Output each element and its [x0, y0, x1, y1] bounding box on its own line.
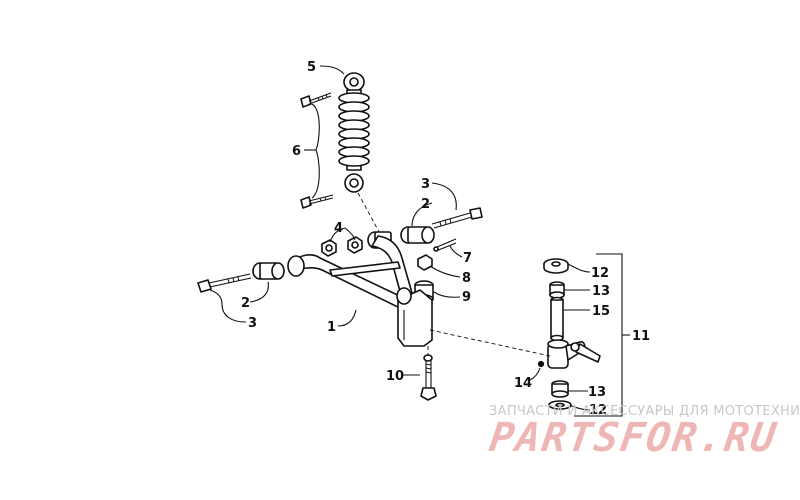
- bushing-right-upper: [400, 226, 435, 244]
- callout-labels: 5 6 3 2 4 7 8 9 2 3 1 10 14 12 13 15 11 …: [241, 60, 650, 418]
- bushing-left: [252, 262, 285, 280]
- callout-3-right: 3: [421, 177, 430, 192]
- callout-15: 15: [592, 304, 610, 319]
- grease-fitting: [537, 360, 545, 368]
- callout-2-left: 2: [241, 296, 250, 311]
- callout-2-right: 2: [421, 197, 430, 212]
- callout-3-left: 3: [248, 316, 257, 331]
- shock-absorber: [338, 72, 370, 193]
- cotter-pin: [433, 238, 457, 252]
- bushing-bottom: [551, 380, 569, 398]
- bushing-top: [549, 281, 565, 299]
- watermark-logo: PARTSFOR.RU: [486, 415, 781, 461]
- callout-10: 10: [386, 369, 404, 384]
- spindle-sleeve: [550, 296, 564, 342]
- nut-upper: [321, 239, 337, 257]
- callout-13-bottom: 13: [588, 385, 606, 400]
- callout-12-bottom: 12: [589, 403, 607, 418]
- callout-9: 9: [462, 290, 471, 305]
- callout-5: 5: [307, 60, 316, 75]
- callout-12-top: 12: [591, 266, 609, 281]
- shock-bolt-lower: [300, 194, 334, 209]
- washer-top: [543, 258, 569, 274]
- callout-11: 11: [632, 329, 650, 344]
- bolt-right-upper: [431, 207, 483, 229]
- leader-lines: [209, 65, 630, 417]
- callout-8: 8: [462, 271, 471, 286]
- bolt-left: [197, 273, 252, 293]
- spindle-guide: [429, 329, 551, 357]
- callout-7: 7: [463, 251, 472, 266]
- spindle-knuckle: [547, 339, 601, 369]
- shock-bolt-upper: [300, 92, 332, 108]
- washer-bottom: [548, 400, 572, 410]
- callout-13-top: 13: [592, 284, 610, 299]
- watermark-caption: ЗАПЧАСТИ И АКСЕССУАРЫ ДЛЯ МОТОТЕХНИКИ: [489, 404, 800, 419]
- callout-1: 1: [327, 320, 336, 335]
- a-arm: [287, 235, 433, 347]
- callout-6: 6: [292, 144, 301, 159]
- nut-lower: [347, 236, 363, 254]
- bolt-lower-vertical: [420, 354, 437, 401]
- callout-14: 14: [514, 376, 532, 391]
- castle-nut: [417, 254, 433, 271]
- callout-4: 4: [334, 221, 343, 236]
